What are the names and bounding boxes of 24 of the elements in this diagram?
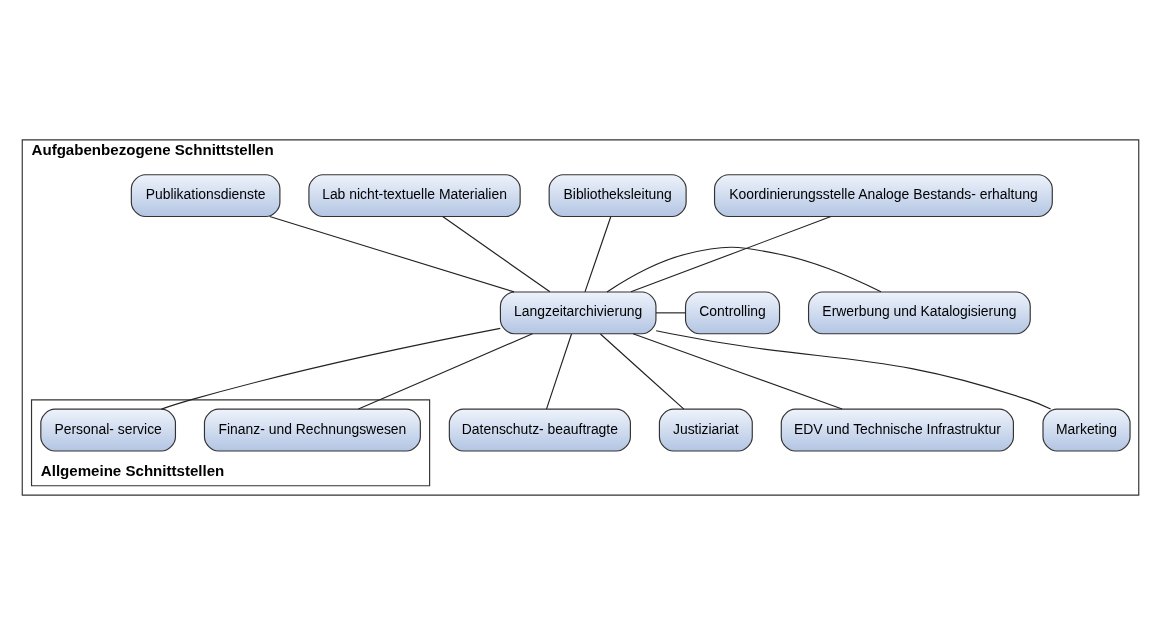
connector [357,333,534,410]
connector [632,333,843,410]
connector [545,333,573,410]
connector [442,215,551,293]
node-box: Personal- service [40,408,177,452]
connector [655,312,686,314]
connector [269,215,515,293]
node-box: Bibliotheksleitung [548,174,687,218]
connector [655,330,1052,410]
node-box: Erwerbung und Katalogisierung [807,291,1031,335]
connector [599,333,685,410]
node-box: Datenschutz- beauftragte [448,408,631,452]
connector [584,216,612,293]
node-box: Publikationsdienste [130,174,281,218]
node-box: Marketing [1042,408,1131,452]
node-box: Koordinierungsstelle Analoge Bestands- erhaltung [713,174,1053,218]
node-box: Langzeitarchivierung [499,291,657,335]
node-box: Finanz- und Rechnungswesen [203,408,421,452]
connector [606,246,882,293]
connector [630,215,832,293]
node-box: Lab nicht-textuelle Materialien [308,174,521,218]
node-box: Justiziariat [658,408,753,452]
node-box: EDV und Technische Infrastruktur [780,408,1014,452]
node-box: Controlling [684,291,781,335]
